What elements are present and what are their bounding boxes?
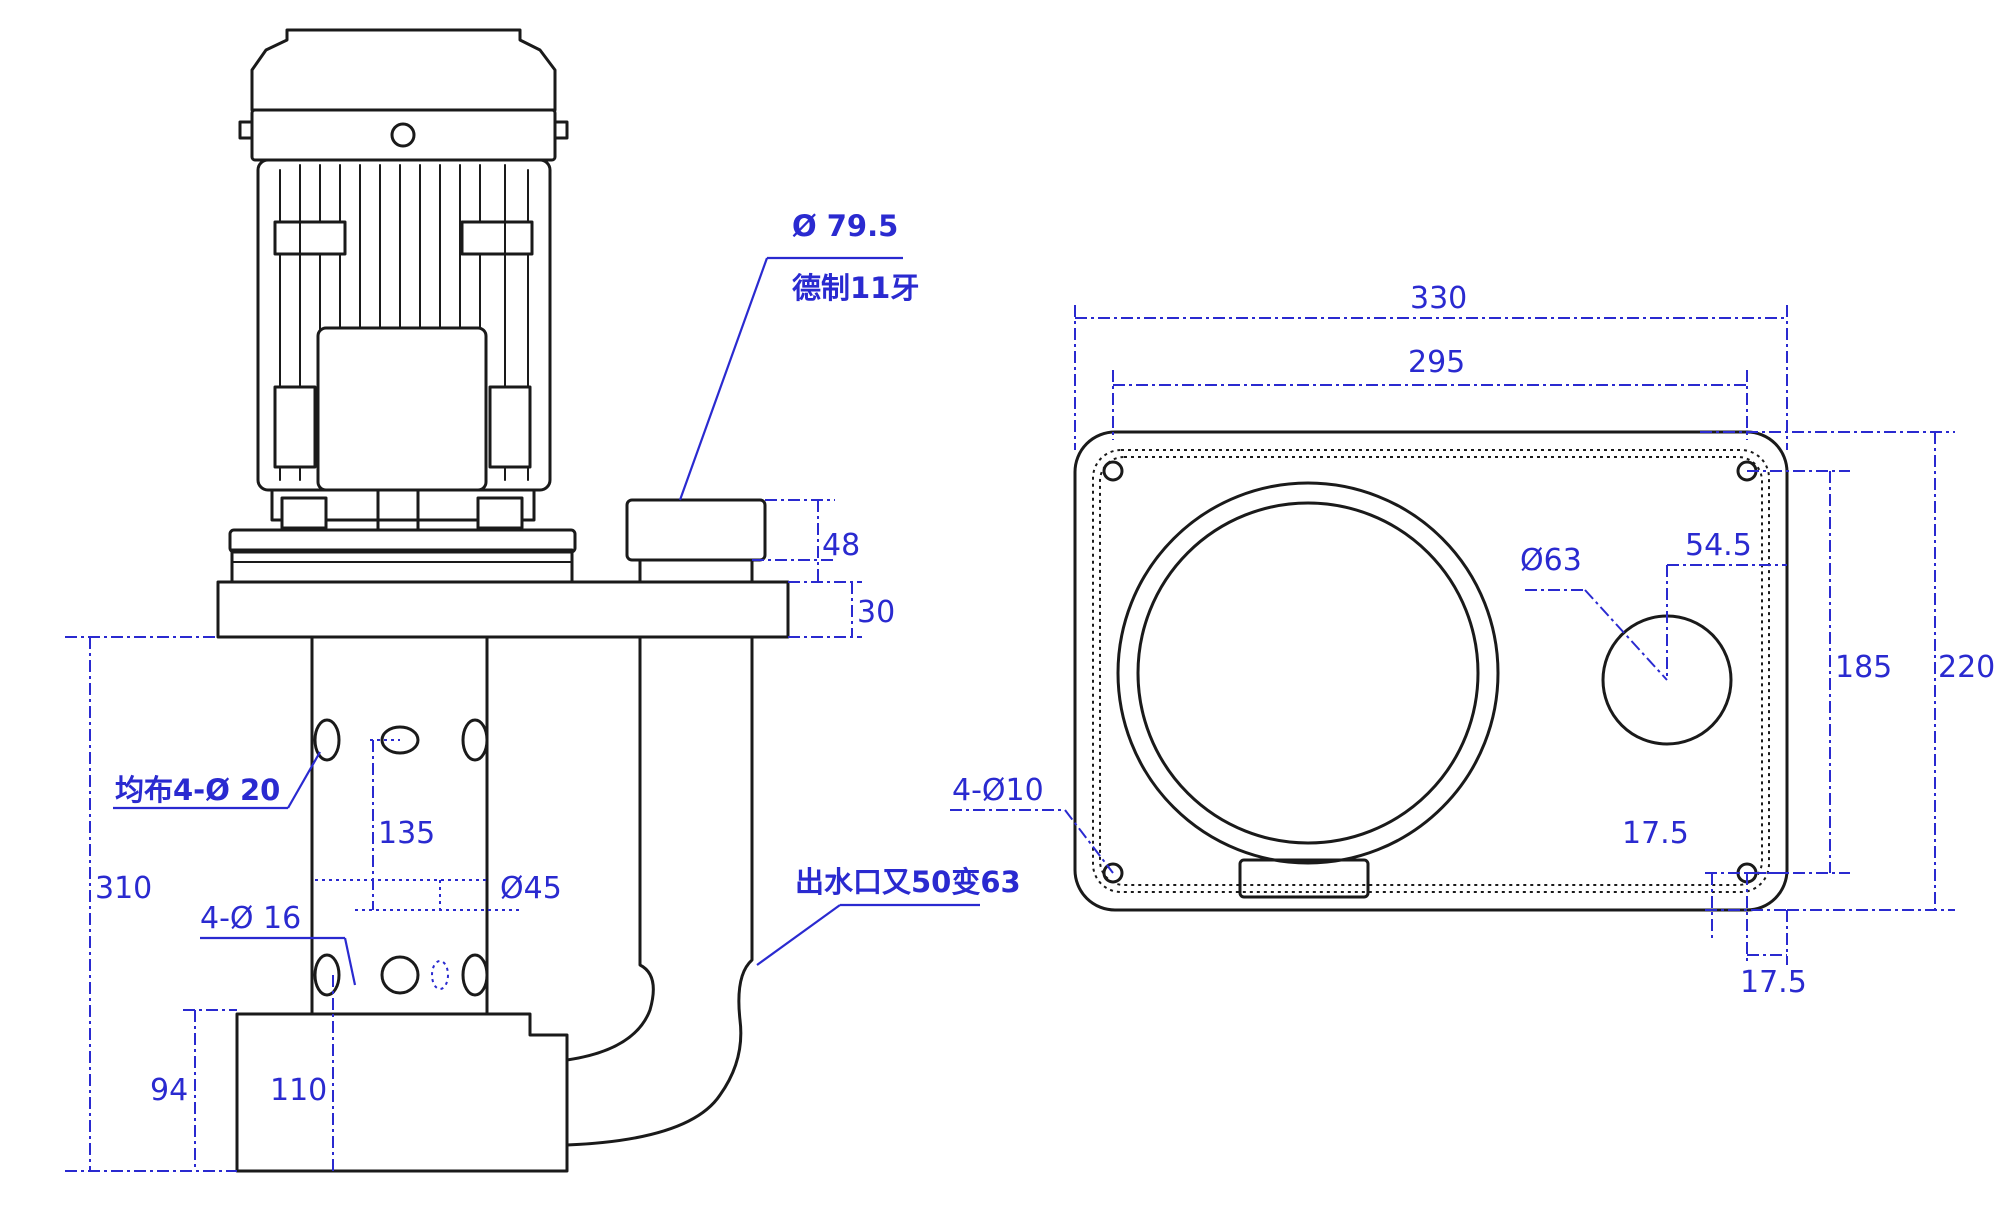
top-view-dimensions: 330 295 220 185 54.5 Ø63 4-Ø10 17.5: [950, 281, 1995, 1000]
motor-bolt-hole: [390, 122, 416, 148]
dim-185-label: 185: [1835, 650, 1892, 685]
dim-330-label: 330: [1410, 281, 1467, 316]
dim-4d16-label: 4-Ø 16: [200, 901, 301, 936]
discharge-pipe-nut: [625, 498, 767, 562]
top-view-base-outline: [1073, 430, 1789, 912]
motor-assembly: [228, 28, 577, 584]
mounting-plate: [216, 580, 790, 639]
dim-295-label: 295: [1408, 345, 1465, 380]
dim-48-label: 48: [822, 528, 860, 563]
dim-17-5-vertical-label: 17.5: [1622, 816, 1689, 851]
dim-310-label: 310: [95, 871, 152, 906]
discharge-pipe: [565, 635, 655, 1062]
motor-cap-band: [250, 108, 557, 162]
dim-220-label: 220: [1938, 650, 1995, 685]
dim-d45-label: Ø45: [500, 871, 562, 906]
dim-54-5-label: 54.5: [1685, 528, 1752, 563]
motor-flange-circle: [1116, 481, 1500, 865]
pump-body: [216, 498, 790, 1173]
outlet-thread-type-label: 德制11牙: [792, 271, 919, 305]
side-view-dimensions: Ø 79.5 德制11牙 48 30 310 94 110 135 Ø45: [65, 209, 1021, 1172]
dim-d63-label: Ø63: [1520, 543, 1582, 578]
dim-135-label: 135: [378, 816, 435, 851]
outlet-thread-diameter-label: Ø 79.5: [792, 209, 898, 243]
dim-94-label: 94: [150, 1073, 188, 1108]
inlet-hole: [313, 718, 341, 762]
dim-4d10-label: 4-Ø10: [952, 773, 1044, 808]
dim-17-5-horizontal-label: 17.5: [1740, 965, 1807, 1000]
dim-110-label: 110: [270, 1073, 327, 1108]
dim-30-label: 30: [857, 595, 895, 630]
top-view: [1073, 430, 1789, 912]
motor-top-cap: [250, 28, 557, 112]
mount-hole: [1102, 460, 1124, 482]
terminal-box: [316, 326, 488, 492]
inlet-holes-label: 均布4-Ø 20: [115, 773, 280, 807]
outlet-note-label: 出水口又50变63: [795, 865, 1021, 899]
